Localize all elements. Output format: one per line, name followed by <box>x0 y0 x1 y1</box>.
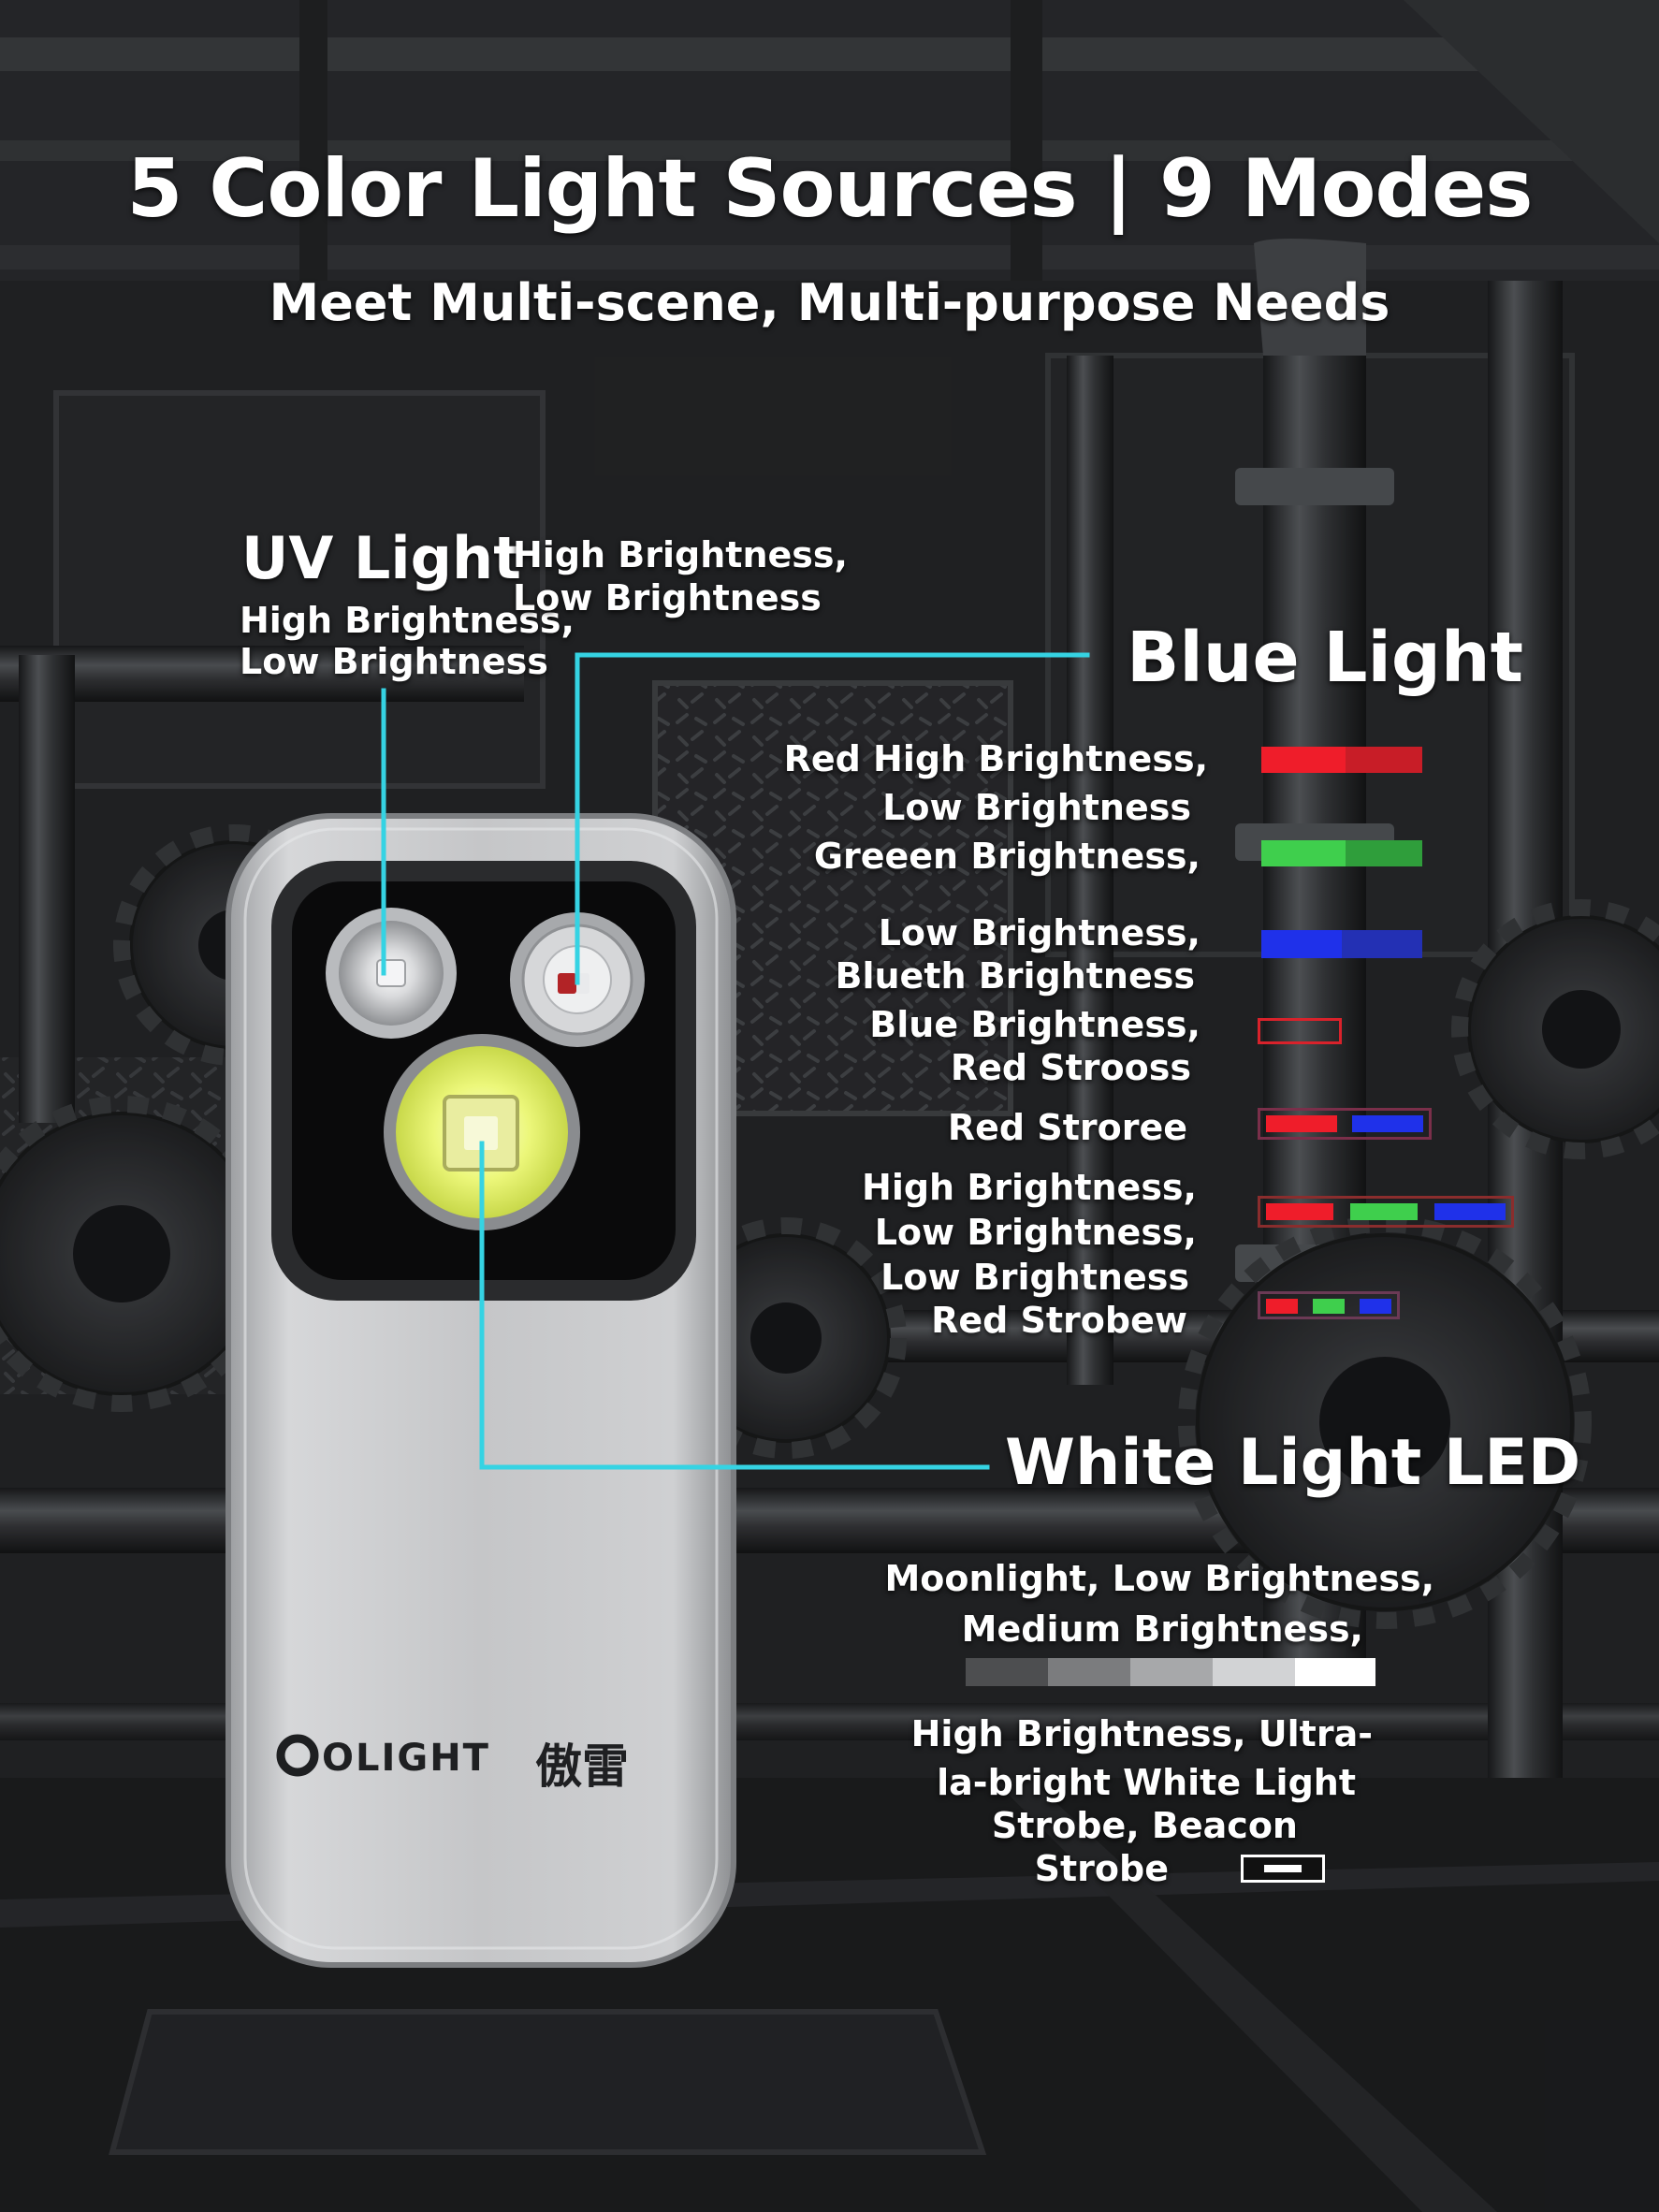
white-mode-line-5: Strobe, Beacon <box>991 1805 1298 1846</box>
swatch-rgb-small <box>1258 1291 1400 1319</box>
swatch-red-blue <box>1258 1108 1432 1140</box>
white-mode-line-2: Medium Brightness, <box>961 1608 1363 1650</box>
white-mode-line-3: High Brightness, Ultra- <box>910 1713 1373 1754</box>
blue-mode-line: Greeen Brightness, <box>813 836 1201 877</box>
page-subtitle: Meet Multi-scene, Multi-purpose Needs <box>269 273 1390 332</box>
uv-mode-1: High Brightness, <box>240 600 575 641</box>
device-brand-cn: 傲雷 <box>535 1739 629 1794</box>
swatch-green <box>1261 840 1422 866</box>
blue-mode-line: Red Strooss <box>950 1047 1191 1088</box>
blue-mode-line: High Brightness, <box>862 1167 1197 1208</box>
uv-mode-2: Low Brightness <box>240 641 548 682</box>
swatch-red-outline <box>1258 1018 1342 1044</box>
blue-mode-line: Low Brightness <box>880 1257 1189 1298</box>
brightness-gradient-bar <box>966 1658 1375 1686</box>
white-mode-line-6: Strobe <box>1034 1848 1169 1889</box>
callout-lines <box>381 652 1090 1470</box>
blue-mode-line: Low Brightness <box>882 787 1191 828</box>
white-led-icon <box>384 1034 580 1230</box>
blue-mode-line: Red Stroree <box>947 1107 1187 1148</box>
white-light-title: White Light LED <box>1005 1426 1581 1500</box>
swatch-blue <box>1261 930 1422 958</box>
blue-light-title: Blue Light <box>1127 618 1523 698</box>
olight-logo-icon <box>276 1734 319 1777</box>
blue-mode-line: Low Brightness, <box>878 912 1201 953</box>
page-title: 5 Color Light Sources | 9 Modes <box>126 142 1534 236</box>
device-brand: OLIGHT <box>322 1737 490 1780</box>
blue-mode-line: Blue Brightness, <box>869 1004 1201 1045</box>
blue-mode-line: Red Strobew <box>931 1300 1187 1341</box>
uv-light-title: UV Light <box>241 524 521 592</box>
blue-mode-line: Red High Brightness, <box>783 738 1208 779</box>
white-mode-line-1: Moonlight, Low Brightness, <box>884 1558 1434 1599</box>
swatch-red-green-blue <box>1258 1196 1514 1228</box>
blue-mode-line: Low Brightness, <box>874 1212 1197 1253</box>
swatch-red <box>1261 747 1422 773</box>
strobe-swatch <box>1241 1855 1325 1883</box>
uv-led-icon <box>326 908 457 1039</box>
white-mode-line-4: la-bright White Light <box>937 1762 1356 1803</box>
red-led-mode-2: Low Brightness <box>513 577 822 618</box>
blue-mode-line: Blueth Brightness <box>835 955 1195 997</box>
red-led-mode-1: High Brightness, <box>513 534 848 575</box>
